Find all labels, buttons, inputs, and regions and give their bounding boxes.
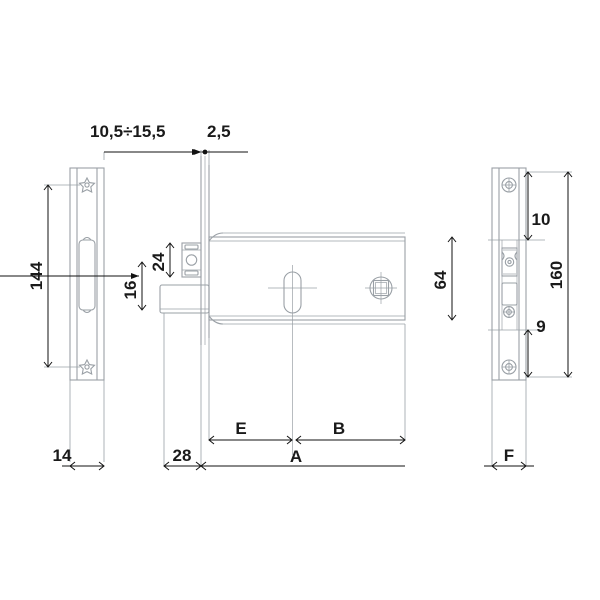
lock-body-outline xyxy=(208,236,406,321)
label-B: B xyxy=(333,419,345,438)
body-shoulder-top xyxy=(208,232,224,242)
left-faceplate-view xyxy=(44,167,105,462)
strike-plate-outline xyxy=(491,167,527,381)
square-spindle-hole xyxy=(365,272,397,304)
label-9: 9 xyxy=(536,317,545,336)
keyhole-slot xyxy=(268,265,317,455)
star-screw-top-icon xyxy=(78,176,96,193)
strike-bolt-cutout xyxy=(501,282,518,306)
label-E: E xyxy=(235,419,246,438)
label-thickness: 2,5 xyxy=(207,122,231,141)
label-160: 160 xyxy=(547,261,566,289)
star-screw-bottom-icon xyxy=(78,358,96,375)
right-strike-plate-view xyxy=(488,167,572,466)
left-faceplate-outline xyxy=(69,167,105,381)
label-14: 14 xyxy=(53,446,72,465)
label-16: 16 xyxy=(121,281,140,300)
main-section-view xyxy=(103,150,406,466)
left-cylinder-slot xyxy=(78,236,96,314)
label-24: 24 xyxy=(149,252,168,271)
strike-screw-bottom-icon xyxy=(501,359,517,375)
strike-screw-mid-icon xyxy=(503,306,515,318)
label-64: 64 xyxy=(431,270,450,289)
label-A: A xyxy=(290,447,302,466)
label-F: F xyxy=(504,446,514,465)
front-lower-block xyxy=(159,284,210,314)
latch-bolt-detail xyxy=(181,242,202,278)
main-faceplate xyxy=(200,156,210,345)
body-shoulder-bottom xyxy=(208,315,224,325)
label-10: 10 xyxy=(532,210,551,229)
label-144: 144 xyxy=(27,261,46,290)
label-28: 28 xyxy=(173,446,192,465)
strike-latch-cutout xyxy=(501,247,518,277)
strike-screw-top-icon xyxy=(501,177,517,193)
label-backset: 10,5÷15,5 xyxy=(90,122,166,141)
